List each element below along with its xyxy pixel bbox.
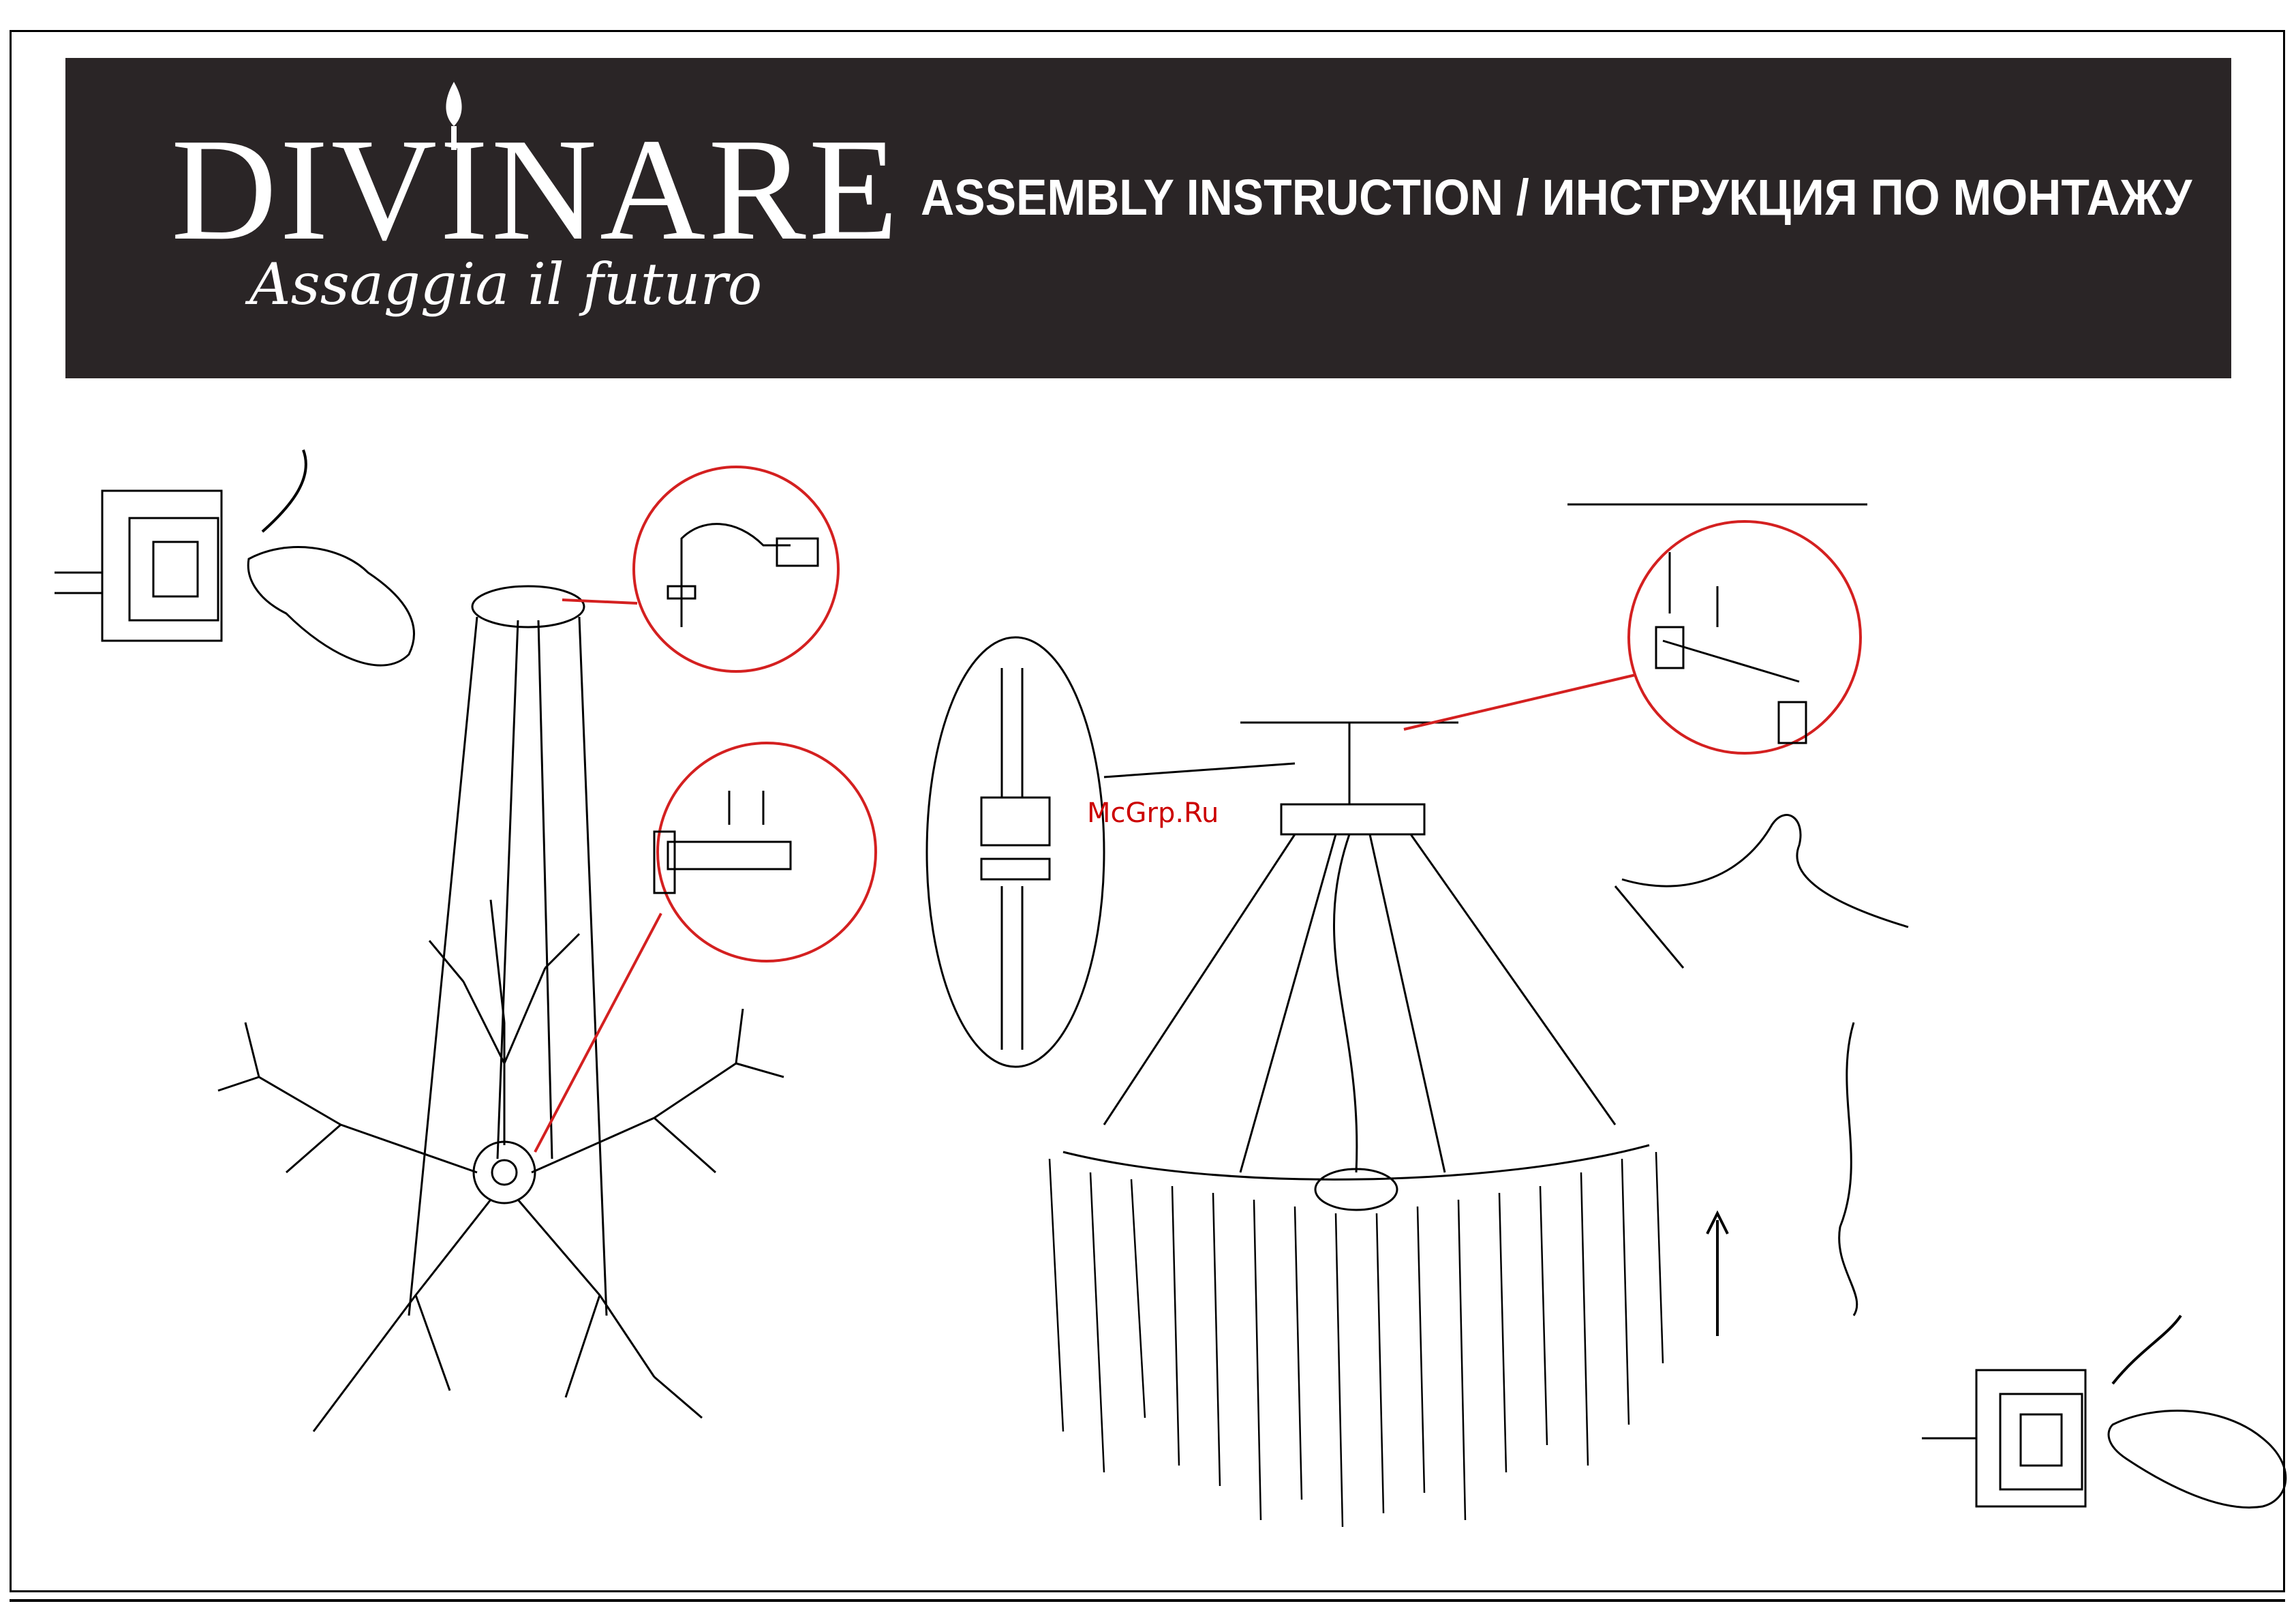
bottom-divider (10, 1599, 2285, 1602)
switch-on-icon (1922, 1316, 2286, 1508)
watermark-text: McGrp.Ru (1087, 798, 1219, 829)
mounting-bracket-icon (1629, 521, 1861, 753)
branch-arm-icon (1615, 815, 1908, 968)
screw-detail-icon (658, 743, 876, 961)
ceiling-canopy-detail-icon (634, 467, 838, 671)
right-chandelier (1050, 723, 1728, 1527)
switch-off-icon (55, 450, 414, 665)
crystal-strand-icon (1839, 1022, 1857, 1316)
wire-connector-icon (927, 637, 1104, 1067)
left-chandelier (218, 586, 784, 1431)
